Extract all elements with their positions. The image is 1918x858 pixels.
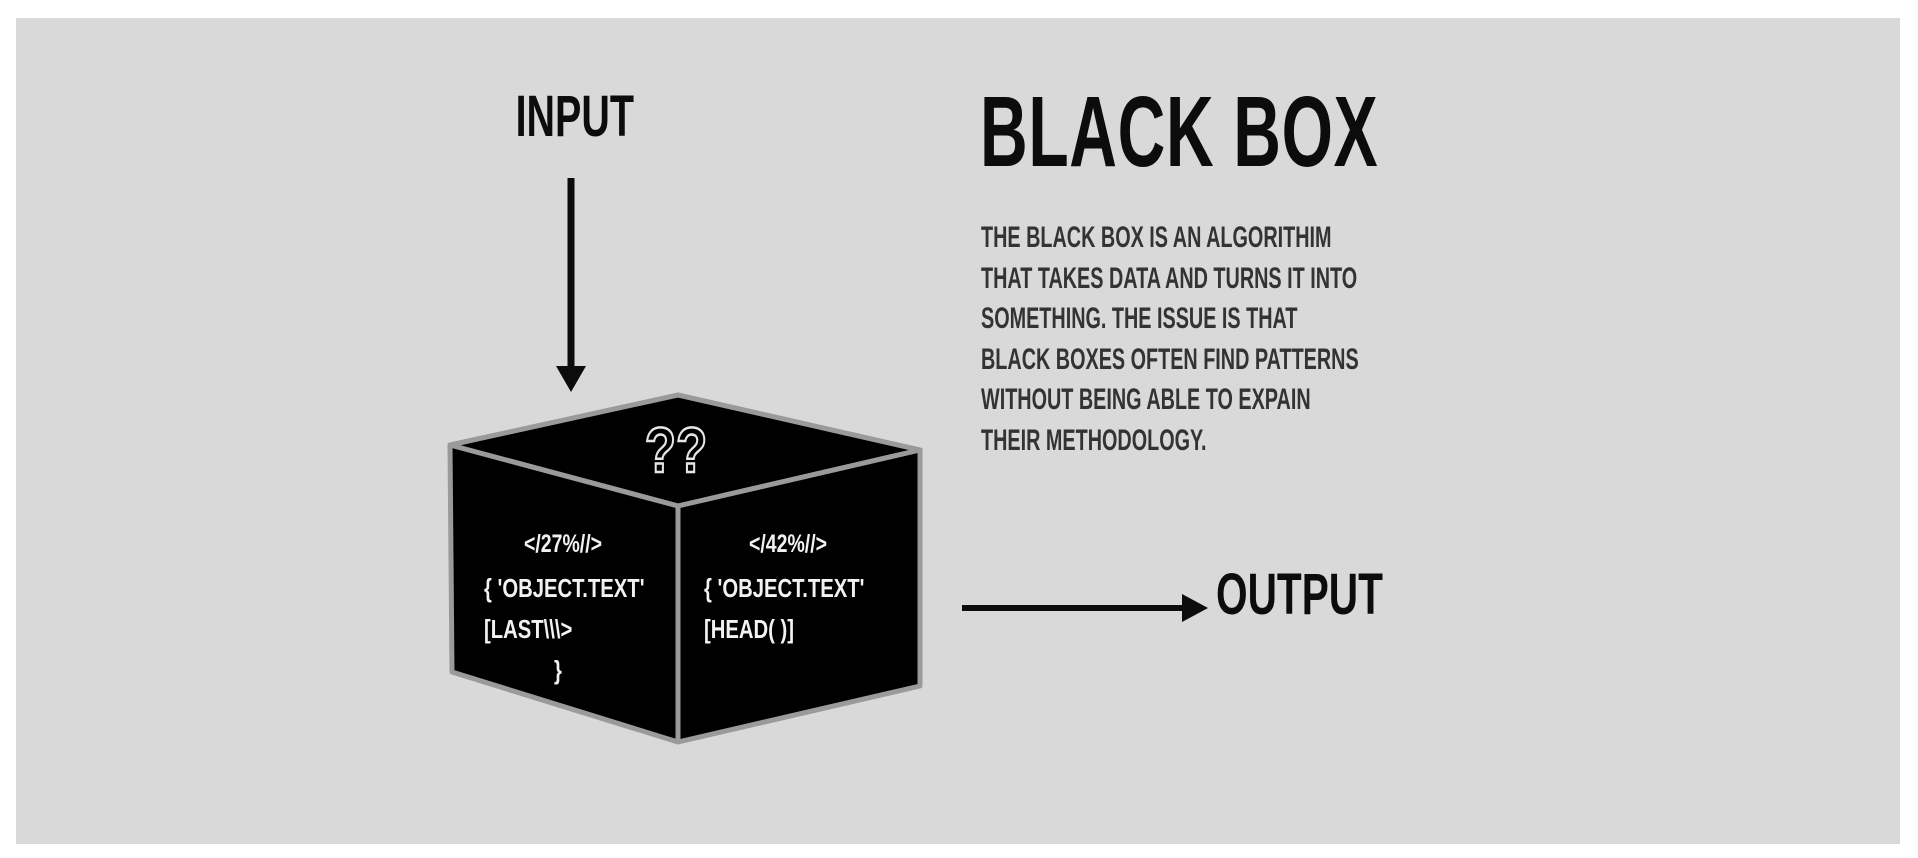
description: THE BLACK BOX IS AN ALGORITHIM THAT TAKE… [981,221,1359,457]
question-marks: ?? [645,416,708,487]
output-arrow-head [1182,594,1208,622]
right-face-line-1: </42%//> [749,530,827,558]
left-face-line-4: } [554,656,562,685]
input-label: INPUT [515,84,634,149]
box-right-face [675,447,923,745]
right-face-line-3: [HEAD( )] [704,615,794,644]
left-face-line-1: </27%//> [524,530,602,558]
input-arrow-head [556,366,586,392]
right-face-line-2: { 'OBJECT.TEXT' [704,574,865,603]
left-face-line-3: [LAST\\\> [484,615,572,644]
title: BLACK BOX [980,76,1379,188]
diagram-canvas [16,18,1900,844]
left-face-line-2: { 'OBJECT.TEXT' [484,574,645,603]
output-label: OUTPUT [1216,562,1383,627]
